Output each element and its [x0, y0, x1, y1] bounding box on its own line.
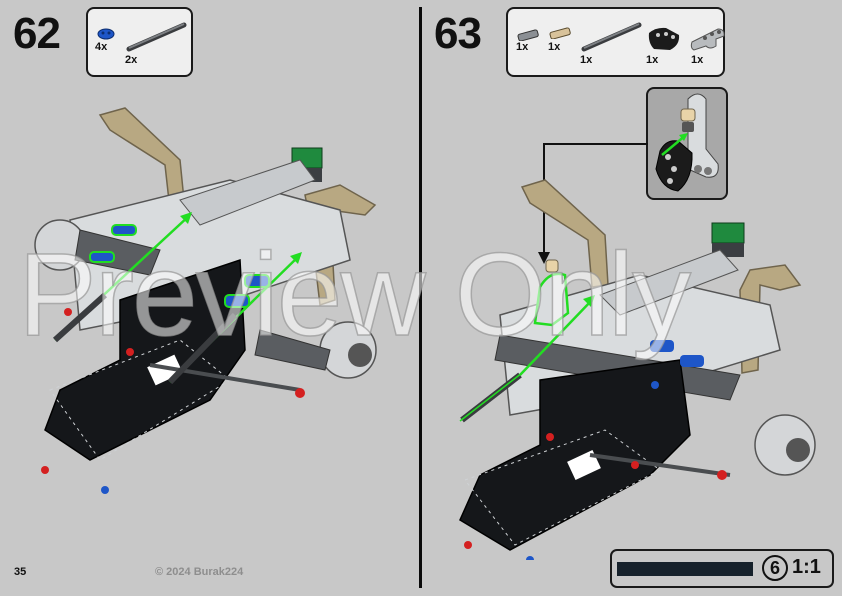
- blue-connector-icon: [97, 28, 115, 40]
- part-qty: 2x: [125, 54, 138, 66]
- subassembly-pointer-arrow: [538, 143, 648, 264]
- part-qty: 1x: [548, 41, 561, 53]
- dark-gray-axle-icon: [126, 21, 188, 53]
- part-qty: 1x: [646, 54, 659, 66]
- dark-gray-axle-icon: [581, 21, 643, 53]
- gray-axle-pin-icon: [517, 29, 539, 41]
- part-qty: 1x: [580, 54, 593, 66]
- parts-callout-step-63: 1x 1x 1x 1x 1x: [506, 7, 725, 77]
- step-divider: [419, 7, 422, 588]
- black-cam-plate-icon: [646, 25, 682, 53]
- light-gray-l-beam-icon: [690, 24, 726, 52]
- subassembly-inset: [646, 87, 728, 200]
- step-number-63: 63: [434, 9, 482, 58]
- part-qty: 1x: [516, 41, 529, 53]
- page-number: 35: [14, 566, 27, 578]
- part-qty: 1x: [691, 54, 704, 66]
- progress-bar: [617, 562, 753, 576]
- scale-label: 1:1: [792, 556, 821, 578]
- part-qty: 4x: [95, 41, 108, 53]
- copyright-notice: © 2024 Burak224: [155, 566, 244, 578]
- tan-pin-icon: [549, 27, 571, 39]
- progress-scale-box: 6 1:1: [610, 549, 834, 588]
- circled-number-badge: 6: [762, 555, 788, 581]
- parts-callout-step-62: 4x 2x: [86, 7, 193, 77]
- step-63-model-illustration: [459, 179, 816, 560]
- step-number-62: 62: [13, 9, 61, 58]
- step-62-model-illustration: [34, 107, 377, 494]
